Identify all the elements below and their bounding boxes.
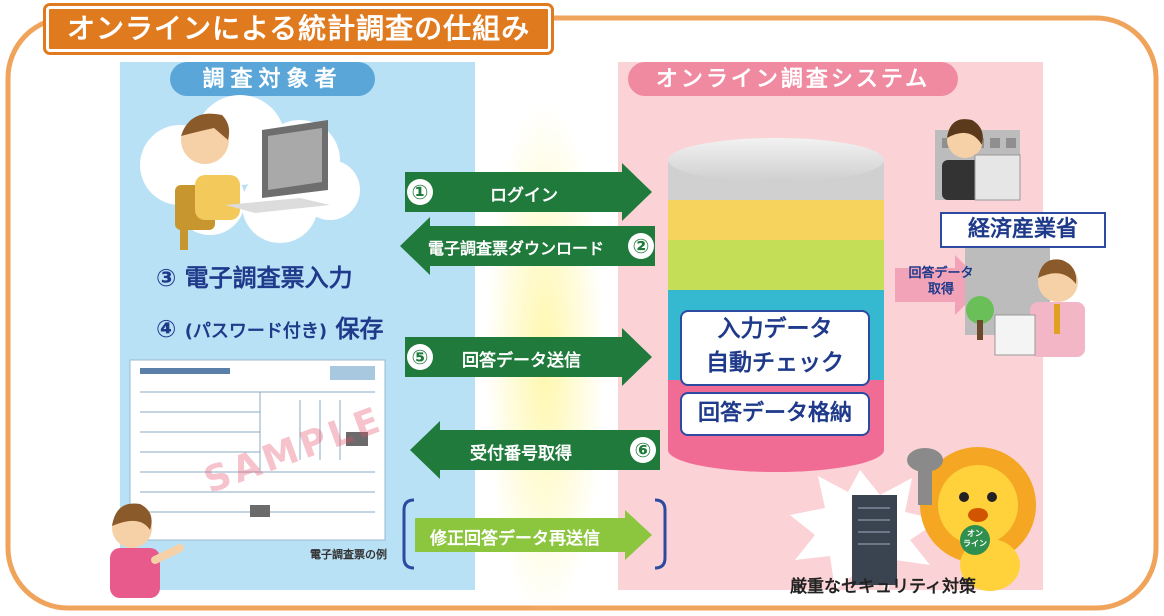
arrow-6-number: ⑥ [634, 438, 652, 462]
server-icon [852, 495, 897, 585]
left-panel-pill [170, 62, 375, 96]
woman-pointing-icon [110, 503, 184, 598]
resend-label: 修正回答データ再送信 [430, 529, 600, 549]
arrow-5-label: 回答データ送信 [462, 351, 581, 371]
db-store: 回答データ格納 [680, 392, 870, 436]
sample-form-image [129, 359, 386, 541]
arrow-2-number: ② [632, 234, 650, 258]
arrow-1-number: ① [411, 180, 429, 204]
security-illustration [790, 447, 1036, 591]
sample-caption: 電子調査票の例 [310, 548, 387, 561]
user-at-laptop-icon [175, 113, 330, 250]
right-panel-pill [628, 62, 958, 96]
db-auto-check: 入力データ 自動チェック [680, 310, 870, 386]
step-4-text: 保存 [335, 315, 384, 343]
arrow-1-login [405, 163, 652, 221]
key-icon [907, 448, 943, 472]
retrieve-arrow [895, 255, 985, 315]
step-4-number: ④ [156, 315, 177, 343]
step-4-save: ④ (パスワード付き) 保存 [156, 309, 384, 344]
page-title: オンラインによる統計調査の仕組み [46, 6, 552, 52]
ministry-label: 経済産業省 [940, 212, 1106, 248]
retrieve-label: 回答データ 取得 [908, 266, 974, 297]
security-caption: 厳重なセキュリティ対策 [790, 577, 976, 597]
official-at-desk-icon [935, 119, 1021, 201]
lion-mascot-icon [907, 447, 1036, 591]
step-3-input: ③ 電子調査票入力 [156, 264, 353, 292]
right-panel-label: オンライン調査システム [655, 67, 931, 92]
arrow-5-submit [405, 328, 652, 386]
step-4-password-note: (パスワード付き) [184, 321, 328, 342]
arrow-6-receipt [410, 421, 660, 479]
arrow-resend [402, 498, 667, 570]
official-with-pc-icon [965, 240, 1085, 357]
arrow-5-number: ⑤ [411, 345, 429, 369]
left-panel-label: 調査対象者 [202, 67, 343, 92]
mascot-badge: オン ライン [963, 529, 987, 548]
arrow-2-download [400, 217, 655, 275]
arrow-6-label: 受付番号取得 [470, 444, 572, 464]
arrow-2-label: 電子調査票ダウンロード [428, 239, 605, 258]
arrow-1-label: ログイン [490, 186, 558, 206]
